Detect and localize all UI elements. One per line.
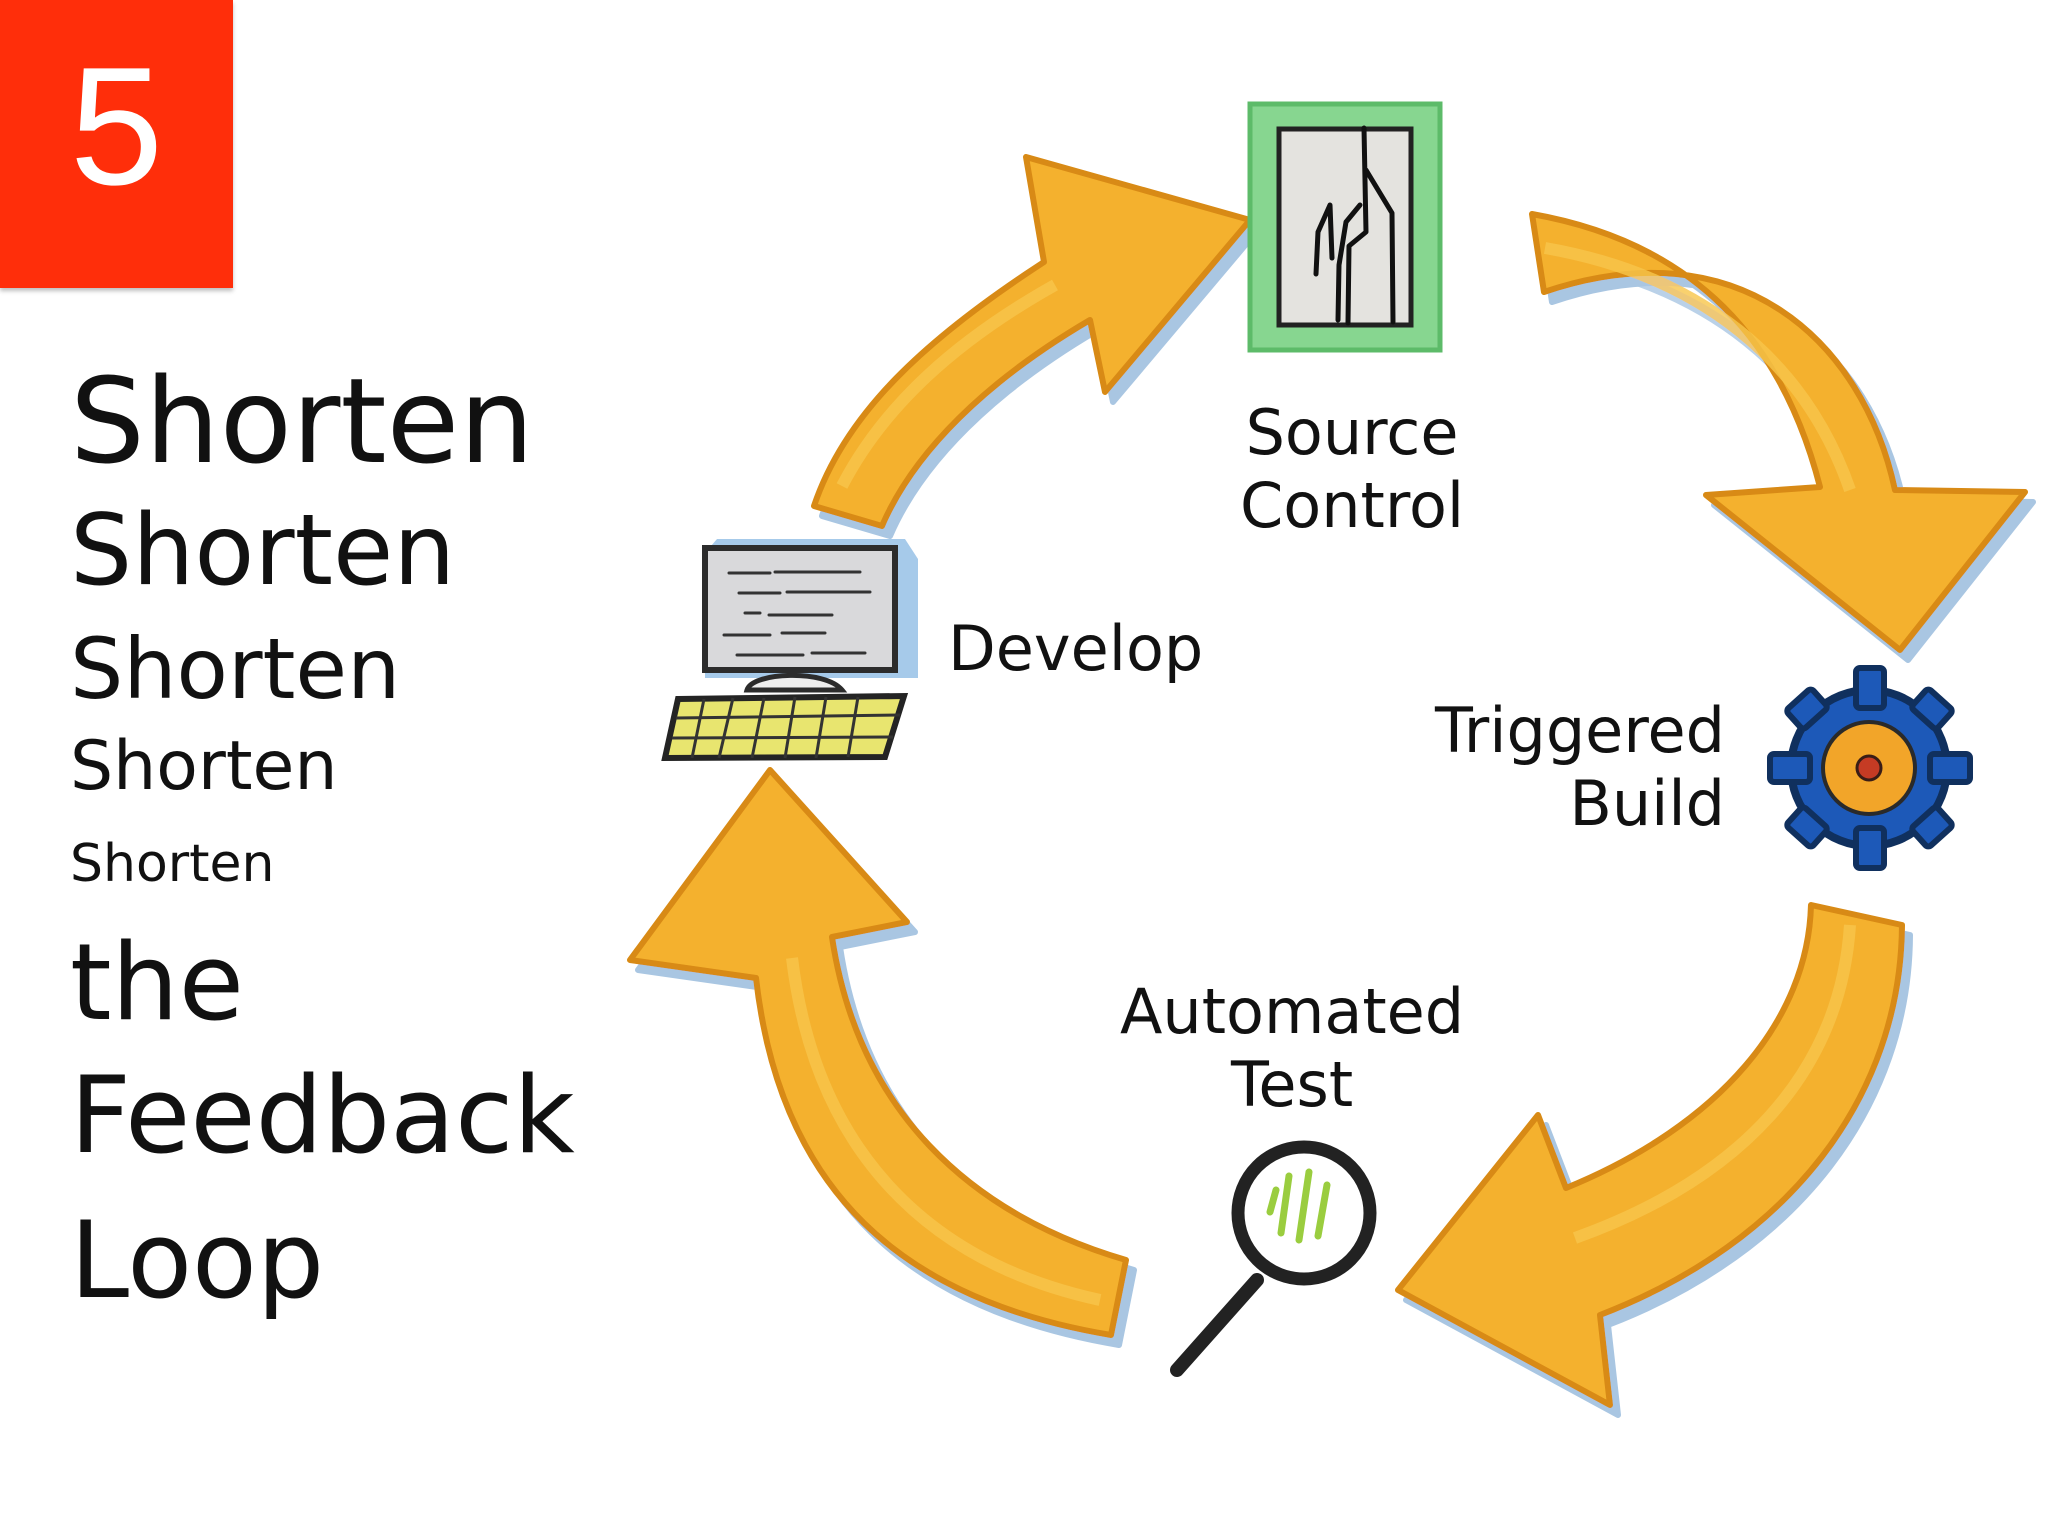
arrow-automated-test-to-develop [627,767,1129,1338]
headline-line-2: Shorten [70,494,456,608]
source-control-label: Source Control [1240,396,1464,542]
headline-line-7: Feedback [70,1054,575,1177]
headline-line-1: Shorten [70,352,535,490]
headline-line-8: Loop [70,1199,325,1322]
source-control-label-line-1: Source [1245,396,1459,469]
headline-line-5: Shorten [70,834,275,894]
slide-number: 5 [69,32,164,220]
source-control-icon [1247,101,1443,353]
arrow-source-control-to-triggered-build [1529,211,2028,653]
automated-test-label: Automated Test [1120,975,1464,1121]
headline-line-6: the [70,921,244,1044]
triggered-build-label-line-2: Build [1569,767,1725,841]
gear-icon [1767,665,1973,871]
triggered-build-label-line-1: Triggered [1435,694,1725,767]
triggered-build-label: Triggered Build [1435,694,1725,840]
develop-label: Develop [948,612,1203,685]
arrow-triggered-build-to-automated-test [1395,902,1905,1408]
slide-number-badge: 5 [0,0,233,288]
automated-test-label-line-1: Automated [1120,975,1465,1048]
headline-line-4: Shorten [70,727,338,806]
magnifying-glass-icon [1170,1140,1377,1377]
develop-label-line-1: Develop [948,612,1204,685]
computer-icon [661,539,918,762]
automated-test-label-line-2: Test [1231,1048,1354,1122]
source-control-label-line-2: Control [1240,469,1465,543]
arrow-develop-to-source-control [811,154,1253,529]
headline-line-3: Shorten [70,620,401,718]
